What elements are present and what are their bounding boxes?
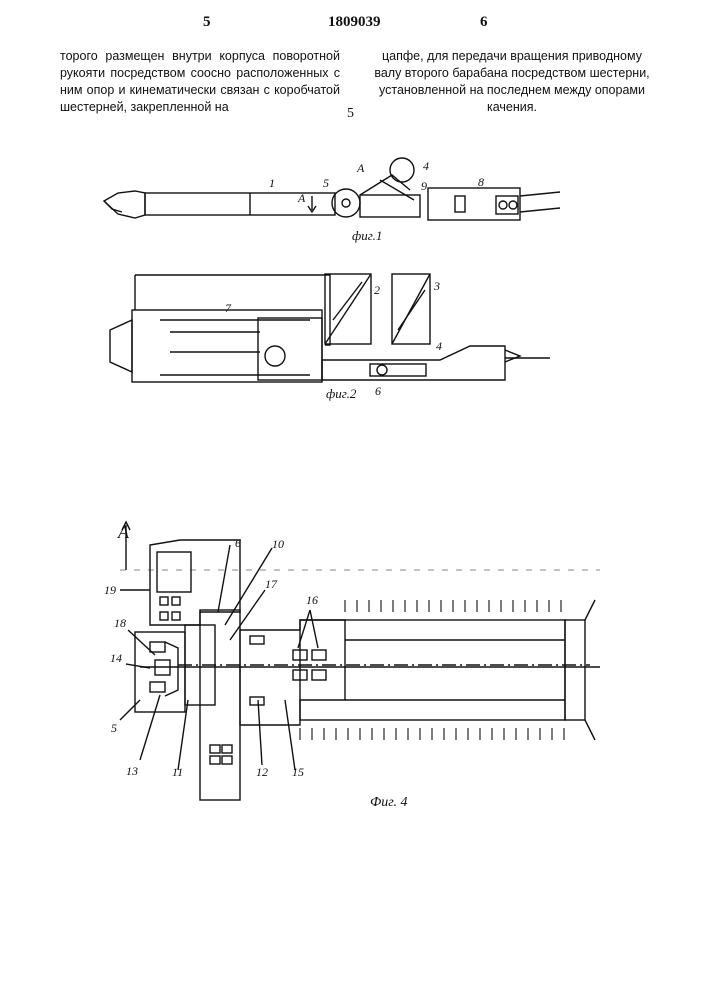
figure-4-hatching: [300, 600, 564, 740]
fig1-label-5: 5: [323, 176, 329, 190]
fig2-label-6: 6: [375, 384, 381, 398]
fig4-label-15: 15: [292, 765, 304, 779]
fig2-label-2: 2: [374, 283, 380, 297]
fig4-label-A: А: [117, 522, 130, 542]
fig4-label-19: 19: [104, 583, 116, 597]
fig4-label-18: 18: [114, 616, 126, 630]
figure-4-drawing: [120, 522, 600, 800]
fig2-label-7: 7: [225, 301, 232, 315]
fig1-label-9: 9: [421, 179, 427, 193]
fig4-label-13: 13: [126, 764, 138, 778]
fig2-caption: фиг.2: [326, 386, 357, 401]
fig4-label-5: 5: [111, 721, 117, 735]
fig1-label-4: 4: [423, 159, 429, 173]
fig4-caption: Фиг. 4: [370, 795, 408, 810]
fig1-label-8: 8: [478, 175, 484, 189]
fig2-label-3: 3: [433, 279, 440, 293]
figure-2-drawing: [110, 274, 550, 382]
fig1-label-A2: А: [297, 191, 306, 205]
fig4-label-12: 12: [256, 765, 268, 779]
fig4-label-11: 11: [172, 765, 183, 779]
fig4-label-14: 14: [110, 651, 122, 665]
fig4-label-6: 6: [235, 536, 241, 550]
fig2-label-4: 4: [436, 339, 442, 353]
fig4-label-16: 16: [306, 593, 318, 607]
fig1-caption: фиг.1: [352, 228, 382, 243]
figure-1-drawing: [104, 158, 560, 220]
fig4-label-17: 17: [265, 577, 278, 591]
fig1-label-A: А: [356, 161, 365, 175]
fig4-label-10: 10: [272, 537, 284, 551]
fig1-label-1: 1: [269, 176, 275, 190]
